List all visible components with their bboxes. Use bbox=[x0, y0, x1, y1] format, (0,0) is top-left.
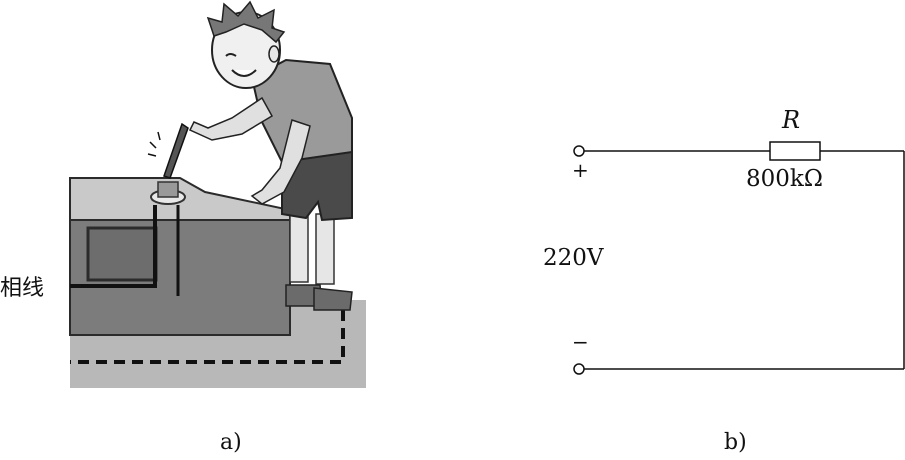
test-pen bbox=[163, 122, 189, 179]
person-arm-right bbox=[188, 96, 274, 141]
leakage-current-path bbox=[70, 310, 345, 364]
person-hair bbox=[206, 0, 286, 44]
person-mouth bbox=[231, 69, 257, 77]
person-arm-left bbox=[250, 119, 311, 205]
person-ear bbox=[268, 45, 280, 63]
terminal-cap bbox=[157, 181, 179, 198]
person-shorts bbox=[281, 146, 353, 222]
positive-terminal bbox=[573, 145, 585, 157]
caption-a: a) bbox=[220, 430, 242, 455]
appliance-panel bbox=[86, 226, 158, 282]
resistor-symbol-label: R bbox=[782, 106, 801, 134]
spark-lines bbox=[147, 131, 161, 157]
source-voltage-label: 220V bbox=[543, 245, 604, 271]
phase-line-label: 相线 bbox=[0, 276, 45, 301]
person-shoe-right bbox=[313, 287, 353, 311]
caption-b: b) bbox=[724, 430, 747, 455]
resistor bbox=[769, 141, 821, 161]
resistor-value-label: 800kΩ bbox=[746, 166, 823, 192]
plus-terminal-label: + bbox=[572, 158, 589, 182]
negative-terminal bbox=[573, 363, 585, 375]
phase-wire bbox=[70, 205, 157, 288]
person-eye bbox=[225, 53, 237, 57]
person-shirt bbox=[250, 58, 353, 164]
minus-terminal-label: − bbox=[572, 330, 589, 354]
